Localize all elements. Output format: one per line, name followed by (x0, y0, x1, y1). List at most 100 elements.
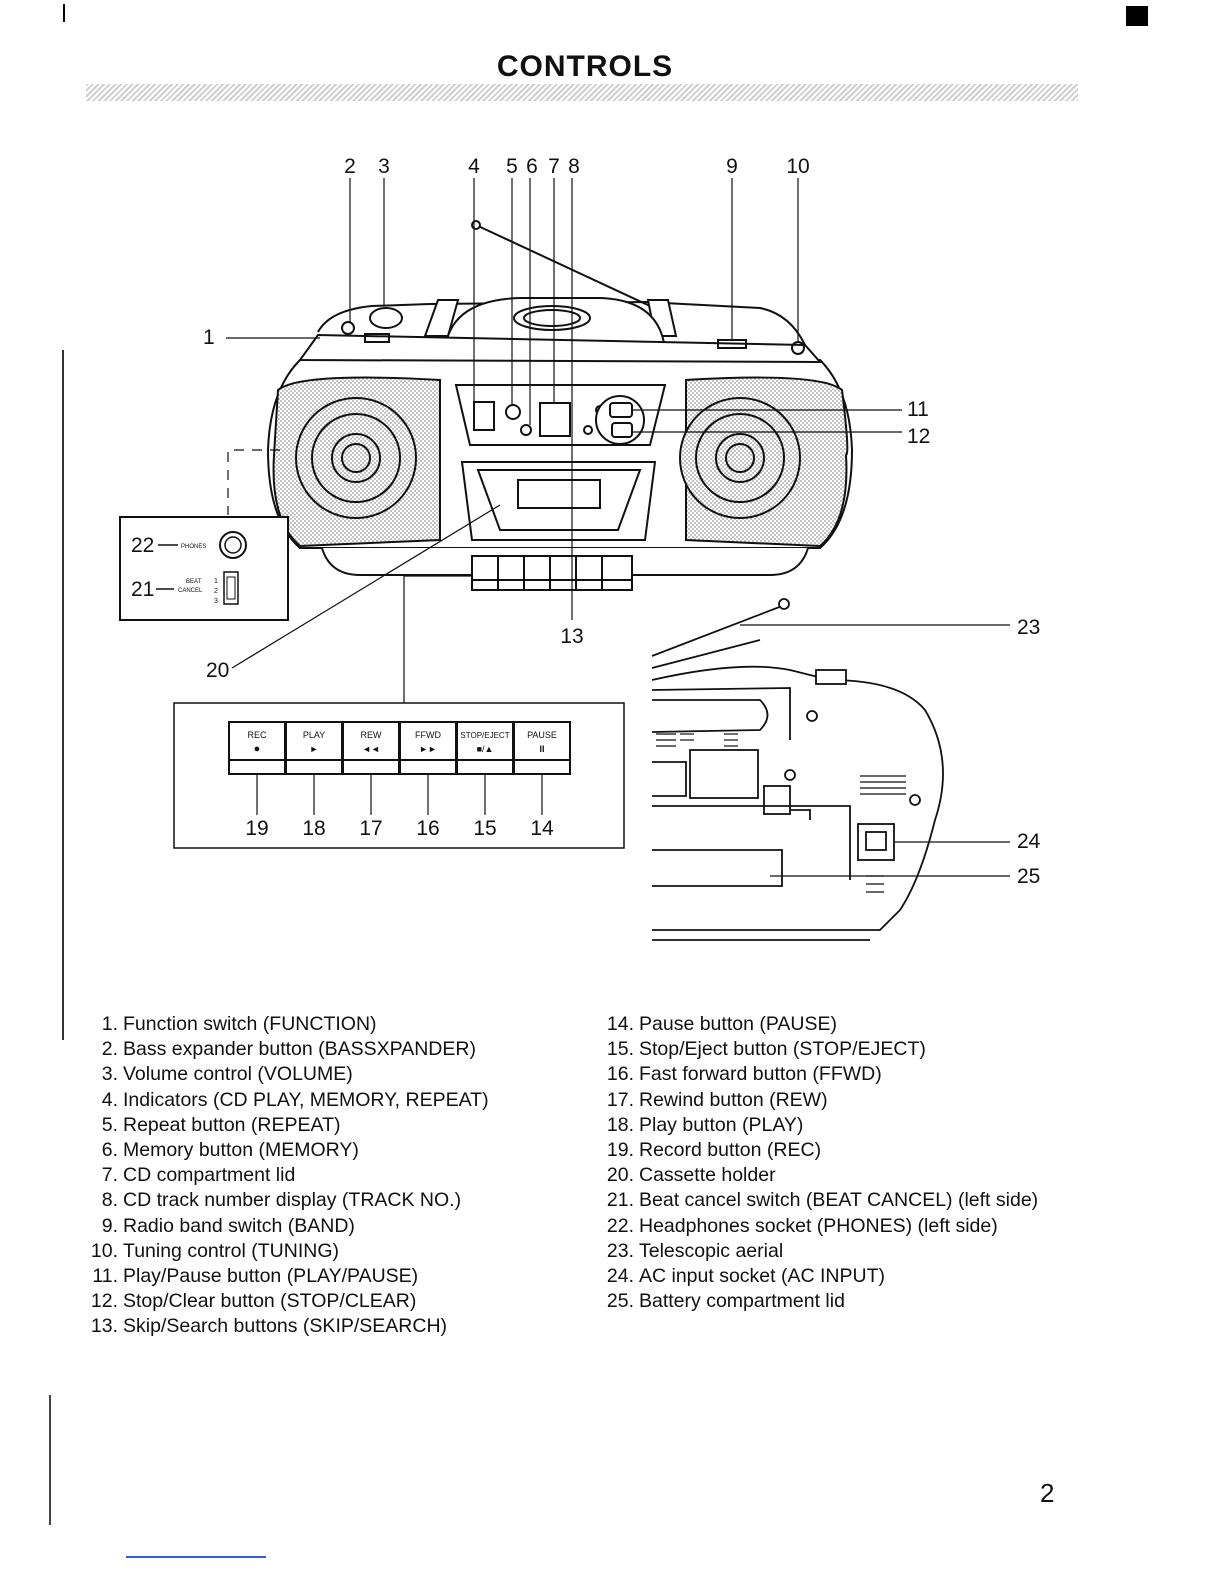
legend-text: AC input socket (AC INPUT) (639, 1265, 885, 1288)
legend-item: 13.Skip/Search buttons (SKIP/SEARCH) (82, 1314, 582, 1339)
header-rule (86, 84, 1078, 101)
legend-num: 2. (101, 1038, 118, 1061)
rec-key (228, 721, 286, 775)
legend-item: 15.Stop/Eject button (STOP/EJECT) (598, 1037, 1098, 1062)
callout-11: 11 (907, 398, 929, 421)
record-dot-icon: ● (254, 743, 261, 755)
ffwd-key-label: FFWD (415, 730, 441, 740)
callout-5: 5 (506, 155, 518, 178)
legend-item: 17.Rewind button (REW) (598, 1088, 1098, 1113)
legend-text: Radio band switch (BAND) (123, 1214, 355, 1237)
legend-num: 6. (101, 1139, 118, 1162)
legend-text: Headphones socket (PHONES) (left side) (639, 1214, 998, 1237)
legend-num: 14. (606, 1013, 634, 1035)
fast-forward-arrows-icon: ►► (419, 744, 437, 754)
legend-item: 2.Bass expander button (BASSXPANDER) (82, 1037, 582, 1062)
legend-text: Fast forward button (FFWD) (639, 1063, 882, 1086)
legend-num: 18. (606, 1113, 634, 1136)
cancel-label: CANCEL (178, 588, 203, 594)
legend-text: Skip/Search buttons (SKIP/SEARCH) (123, 1315, 448, 1338)
legend-num: 23. (606, 1239, 634, 1262)
margin-tick (63, 4, 65, 22)
legend-num: 5. (101, 1113, 118, 1136)
callout-17: 17 (359, 817, 382, 840)
antenna (475, 224, 651, 307)
beat-pos-1: 1 (214, 578, 218, 585)
legend-item: 19.Record button (REC) (598, 1138, 1098, 1163)
legend-num: 12. (90, 1290, 118, 1313)
legend-item: 21.Beat cancel switch (BEAT CANCEL) (lef… (598, 1188, 1098, 1213)
legend-item: 4.Indicators (CD PLAY, MEMORY, REPEAT) (82, 1088, 582, 1113)
boombox-controls-diagram: 2 3 4 5 6 7 8 9 10 1 11 12 13 20 23 24 2… (119, 155, 1041, 941)
legend-text: Indicators (CD PLAY, MEMORY, REPEAT) (123, 1088, 489, 1111)
legend-num: 25. (606, 1290, 634, 1313)
beat-pos-3: 3 (214, 598, 218, 605)
legend-item: 14.Pause button (PAUSE) (598, 1012, 1098, 1037)
callout-19: 19 (245, 817, 268, 840)
legend-text: Function switch (FUNCTION) (123, 1013, 377, 1035)
callout-1: 1 (203, 326, 215, 349)
legend-text: Stop/Clear button (STOP/CLEAR) (123, 1290, 417, 1313)
legend-text: Battery compartment lid (639, 1290, 845, 1313)
side-panel-inset: 22 PHONES 21 BEAT CANCEL 1 2 3 (119, 516, 289, 621)
callout-24: 24 (1017, 830, 1041, 853)
legend-num: 1. (101, 1013, 118, 1035)
rec-key-label: REC (247, 730, 267, 740)
cassette-buttons-inset: REC PLAY REW FFWD STOP/EJECT PAUSE ● ► ◄… (173, 702, 625, 849)
callout-23: 23 (1017, 616, 1040, 639)
legend-text: Volume control (VOLUME) (123, 1063, 353, 1086)
legend-num: 7. (101, 1164, 118, 1187)
legend-num: 19. (606, 1139, 634, 1162)
callout-16: 16 (416, 817, 439, 840)
track-display (539, 402, 571, 437)
legend-item: 8.CD track number display (TRACK NO.) (82, 1188, 582, 1213)
legend-text: CD compartment lid (123, 1164, 296, 1187)
corner-registration-mark (1126, 6, 1148, 26)
callout-14: 14 (530, 817, 554, 840)
indicator-panel (473, 401, 495, 431)
headphone-socket (219, 531, 247, 559)
top-callouts: 2 3 4 5 6 7 8 9 10 (344, 155, 810, 178)
footer-rule (126, 1556, 266, 1558)
page-title: CONTROLS (496, 50, 674, 83)
legend-text: Rewind button (REW) (639, 1088, 828, 1111)
callout-21: 21 (131, 578, 154, 601)
volume-knob (369, 307, 403, 329)
legend-item: 7.CD compartment lid (82, 1163, 582, 1188)
legend-text: CD track number display (TRACK NO.) (123, 1189, 462, 1212)
callout-8: 8 (568, 155, 580, 178)
battery-compartment-lid (652, 849, 783, 887)
callout-12: 12 (907, 425, 930, 448)
legend-text: Beat cancel switch (BEAT CANCEL) (left s… (639, 1189, 1039, 1212)
legend-num: 13. (90, 1315, 118, 1338)
legend-text: Memory button (MEMORY) (123, 1139, 359, 1162)
legend-num: 10. (90, 1239, 118, 1262)
callout-13: 13 (560, 625, 583, 648)
play-arrow-icon: ► (310, 744, 319, 754)
callout-18: 18 (302, 817, 325, 840)
legend-item: 23.Telescopic aerial (598, 1239, 1098, 1264)
legend-item: 9.Radio band switch (BAND) (82, 1214, 582, 1239)
callout-3: 3 (378, 155, 390, 178)
legend-num: 9. (101, 1214, 118, 1237)
callout-10: 10 (786, 155, 809, 178)
boombox-body (266, 220, 854, 591)
ffwd-key (399, 721, 457, 775)
legend-item: 5.Repeat button (REPEAT) (82, 1113, 582, 1138)
callout-7: 7 (548, 155, 560, 178)
legend-item: 10.Tuning control (TUNING) (82, 1239, 582, 1264)
legend-item: 22.Headphones socket (PHONES) (left side… (598, 1214, 1098, 1239)
beat-label: BEAT (186, 579, 202, 585)
callout-15: 15 (473, 817, 496, 840)
cassette-button-strip (471, 555, 633, 591)
legend-num: 3. (101, 1063, 118, 1086)
legend-num: 17. (606, 1088, 634, 1111)
legend-item: 24.AC input socket (AC INPUT) (598, 1264, 1098, 1289)
controls-legend-left: 1.Function switch (FUNCTION) 2.Bass expa… (82, 1012, 582, 1340)
legend-text: Play button (PLAY) (639, 1113, 804, 1136)
legend-text: Telescopic aerial (639, 1239, 784, 1262)
legend-num: 16. (606, 1063, 634, 1086)
legend-text: Bass expander button (BASSXPANDER) (123, 1038, 476, 1061)
repeat-button-shape (505, 404, 521, 420)
callout-6: 6 (526, 155, 538, 178)
